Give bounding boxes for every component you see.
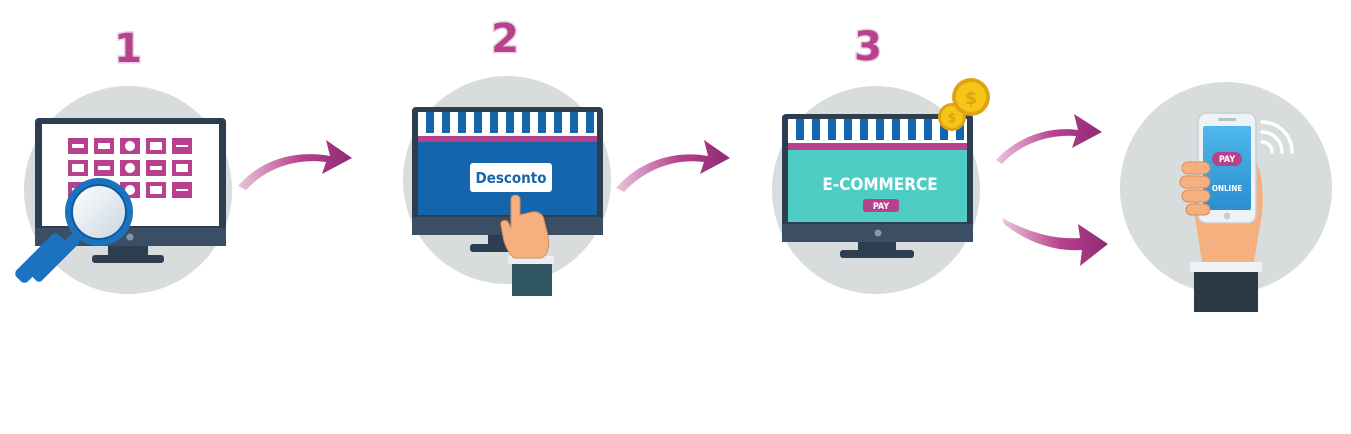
arrow-3-lower <box>1002 218 1108 266</box>
phone-icon <box>1197 112 1257 224</box>
coins-icon: $ $ <box>938 78 990 131</box>
coin-symbol-small: $ <box>947 111 956 126</box>
ecommerce-label: E-COMMERCE <box>822 175 937 195</box>
coin-symbol-large: $ <box>965 88 978 109</box>
step-2-number: 2 <box>491 16 519 62</box>
pointing-hand-icon <box>500 194 554 296</box>
hand-fingers <box>1179 161 1211 216</box>
discount-button-label: Desconto <box>475 169 546 187</box>
phone-pay-badge: PAY <box>1212 152 1242 166</box>
step-1-number: 1 <box>114 26 142 72</box>
step-2: 2 Desconto <box>403 15 611 296</box>
step-3: 3 E-COMMERCE PAY $ $ <box>772 23 990 294</box>
sleeve <box>1194 270 1258 312</box>
arrow-2 <box>616 140 730 192</box>
phone-pay-label: PAY <box>1219 155 1236 165</box>
arrow-1 <box>238 140 352 190</box>
phone-online-label: ONLINE <box>1212 184 1242 193</box>
contactless-icon <box>1260 120 1294 154</box>
step-3-number: 3 <box>854 24 882 70</box>
pay-badge: PAY <box>863 199 899 212</box>
step-1: 1 <box>15 25 232 294</box>
step-3-monitor <box>782 114 973 258</box>
magnifier-icon <box>15 178 133 283</box>
step-4: PAY ONLINE <box>1120 82 1332 312</box>
pay-badge-label: PAY <box>873 202 890 212</box>
arrow-3-upper <box>996 114 1102 164</box>
discount-button[interactable]: Desconto <box>470 163 552 192</box>
